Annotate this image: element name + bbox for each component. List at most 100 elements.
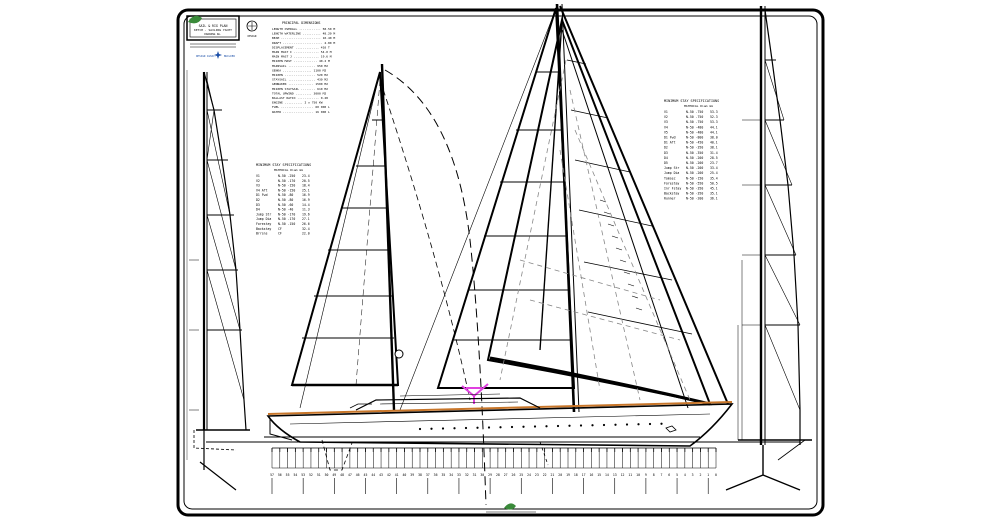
porthole [545, 425, 548, 428]
spec-stay-name: D5 [664, 161, 668, 165]
station-label: 29 [488, 473, 492, 477]
station-label: 8 [653, 473, 655, 477]
porthole [441, 427, 445, 430]
spec-stay-name: V4 [664, 125, 668, 129]
station-label: 24 [527, 473, 531, 477]
station-label: 23 [535, 473, 539, 477]
porthole [602, 423, 606, 427]
spec-diameter: 38.0 [710, 136, 718, 140]
station-label: 5 [676, 473, 678, 477]
station-label: 50 [325, 473, 329, 477]
spec-diameter: 27.1 [302, 217, 310, 221]
spec-material: N-50 -350 [686, 187, 703, 191]
spec-diameter: 33.4 [710, 166, 718, 170]
spec-stay-name: Tomsec [664, 176, 676, 180]
spec-stay-name: D1 Aft [664, 141, 676, 145]
station-label: 0 [715, 473, 717, 477]
genoa-hatching [599, 199, 643, 311]
spec-diameter: 19.6 [302, 212, 310, 216]
spec-material: N-50 -170 [278, 217, 295, 221]
spec-material: N-50 -750 [686, 115, 703, 119]
portholes [418, 422, 663, 431]
station-grid [271, 447, 717, 494]
station-label: 11 [628, 473, 632, 477]
spec-stay-name: D3 [664, 151, 668, 155]
spec-stay-name: D2 [664, 146, 668, 150]
station-label: 53 [301, 473, 305, 477]
principal-dimension-line: GENOA ................ 1100 M2 [272, 68, 326, 72]
spec-diameter: 11.3 [302, 208, 310, 212]
principal-dimension-line: MIZZEN MAST ............. 40.2 M [272, 59, 330, 63]
spec-diameter: 35.1 [710, 192, 718, 196]
genoa [486, 16, 712, 406]
station-label: 40 [402, 473, 406, 477]
spec-material: N-50 -480 [686, 130, 703, 134]
spec-diameter: 31.4 [710, 151, 718, 155]
station-label: 48 [340, 473, 344, 477]
station-label: 7 [661, 473, 663, 477]
porthole [464, 426, 468, 430]
spec-diameter: 23.4 [302, 174, 310, 178]
spec-diameter: 14.4 [302, 203, 310, 207]
station-label: 30 [480, 473, 484, 477]
porthole [660, 422, 663, 425]
logo-left-label: DESIGN ASSOC. [196, 54, 216, 58]
green-leaf-logo-icon [188, 15, 202, 24]
station-label: 1 [707, 473, 709, 477]
porthole [510, 425, 514, 429]
spec-stay-name: Forestay [256, 222, 271, 226]
spec-stay-name: V2 [664, 115, 668, 119]
station-label: 28 [496, 473, 500, 477]
spec-material: N-50 -200 [686, 161, 703, 165]
principal-dimension-line: BEAM ...................... 10.40 M [272, 36, 335, 40]
station-label: 6 [668, 473, 670, 477]
station-label: 54 [293, 473, 297, 477]
porthole [579, 424, 583, 427]
spec-stay-name: Jump Str [256, 212, 271, 216]
spec-diameter: 32.4 [302, 227, 310, 231]
spec-material: N-50 -200 [686, 156, 703, 160]
seal-label: DESIGN [248, 35, 257, 38]
spec-material: N-50 -150 [686, 176, 703, 180]
title-line-3: DRAWING No. [204, 32, 221, 36]
spec-stay-name: V2 [256, 179, 260, 183]
spec-stay-name: Jump Str [664, 166, 679, 170]
spec-stay-name: Backstay [256, 227, 271, 231]
porthole [625, 423, 629, 426]
spec-diameter: 40.1 [710, 141, 718, 145]
principal-dimension-line: STAYSAIL ............... 430 M2 [272, 78, 328, 82]
bottom-leaf-logo-icon [504, 503, 516, 510]
spec-material: N-50 -150 [278, 222, 295, 226]
main-spec-subheading: MATERIAL Diam mm [684, 104, 713, 108]
station-label: 9 [645, 473, 647, 477]
principal-dimensions-block: PRINCIPAL DIMENSIONS LENGTH OVERALL ....… [272, 21, 335, 114]
station-label: 2 [699, 473, 701, 477]
spec-material: N-50 -350 [686, 151, 703, 155]
station-label: 22 [543, 473, 547, 477]
station-label: 12 [621, 473, 625, 477]
spec-stay-name: D4 [664, 156, 668, 160]
spec-diameter: 20.5 [302, 179, 310, 183]
mizzen-spec-heading: MINIMUM STAY SPECIFICATIONS [256, 163, 311, 167]
porthole [476, 426, 479, 429]
station-label: 15 [597, 473, 601, 477]
spec-stay-name: V5 [664, 130, 668, 134]
sheer-line [267, 401, 733, 415]
spec-stay-name: Brrsns [256, 232, 268, 236]
principal-dimension-line: LENGTH OVERALL ............ 58.50 M [272, 27, 335, 31]
spec-diameter: 26.6 [302, 222, 310, 226]
spec-material: N-50 -250 [278, 174, 295, 178]
principal-dimension-line: LENGTH WATERLINE .......... 48.20 M [272, 32, 335, 36]
main-backstay [399, 5, 558, 411]
porthole [556, 424, 560, 428]
gennaker-dashed-outline [384, 69, 487, 506]
spec-material: N-50 -200 [686, 166, 703, 170]
principal-dimension-line: FUEL .................. 60 000 L [272, 105, 330, 109]
yacht-hull [266, 393, 734, 447]
spec-material: N-50 -750 [686, 120, 703, 124]
station-label: 21 [550, 473, 554, 477]
station-label: 42 [387, 473, 391, 477]
spec-stay-name: V3 [664, 120, 668, 124]
station-label: 13 [613, 473, 617, 477]
